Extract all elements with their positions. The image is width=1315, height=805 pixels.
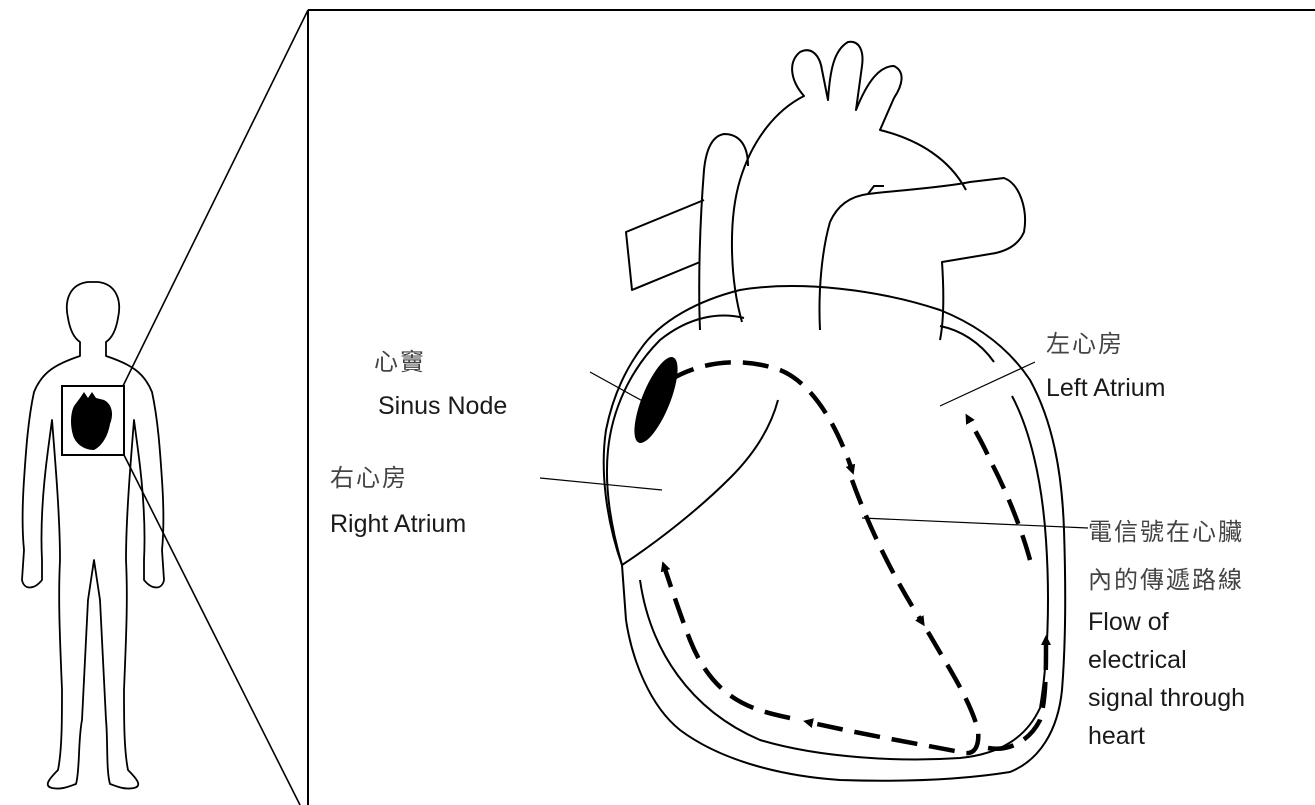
signal-flow-label-en-line1: Flow of	[1088, 608, 1169, 637]
left-atrium-label-en: Left Atrium	[1046, 374, 1166, 403]
signal-flow-label-zh-line1: 電信號在心臟	[1088, 512, 1244, 547]
human-body-outline	[22, 282, 164, 789]
sinus-node-label-en: Sinus Node	[378, 392, 507, 421]
heart-outline	[604, 42, 1066, 781]
signal-flow-arrows	[664, 362, 1046, 753]
right-atrium-label-en: Right Atrium	[330, 510, 466, 539]
sinus-node-label-zh: 心竇	[374, 342, 426, 377]
heart-thumbnail	[62, 386, 124, 455]
sinus-node-shape	[626, 352, 686, 448]
signal-flow-label-en-line4: heart	[1088, 722, 1145, 751]
leader-lines	[540, 362, 1088, 528]
right-atrium-label-zh: 右心房	[330, 458, 408, 493]
signal-flow-label-zh-line2: 內的傳遞路線	[1088, 560, 1244, 595]
signal-flow-label-en-line3: signal through	[1088, 684, 1245, 713]
signal-flow-label-en-line2: electrical	[1088, 646, 1187, 675]
left-atrium-label-zh: 左心房	[1046, 324, 1124, 359]
